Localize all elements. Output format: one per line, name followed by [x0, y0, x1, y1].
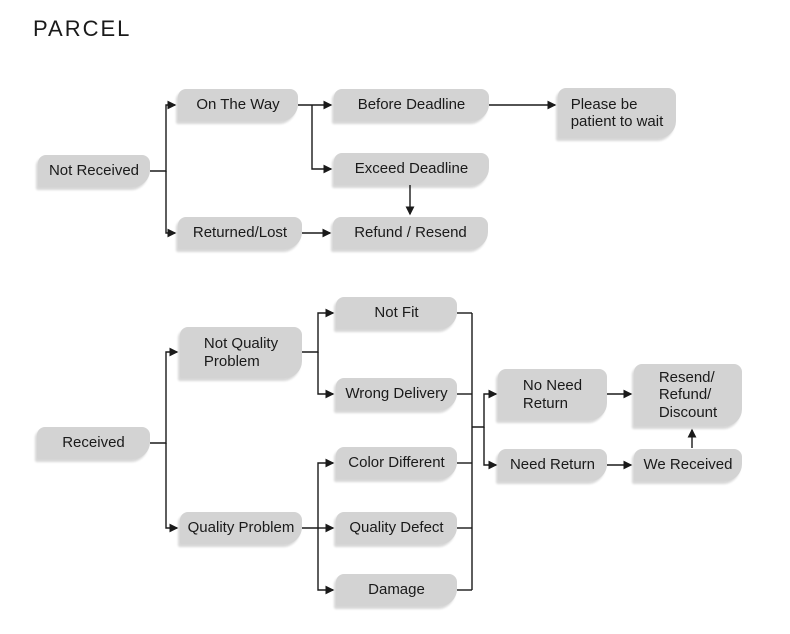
node-label: Color Different: [348, 454, 445, 472]
node-damage: Damage: [336, 574, 457, 606]
node-label: We Received: [643, 456, 733, 474]
node-label: Please be patient to wait: [570, 95, 664, 130]
node-not-fit: Not Fit: [336, 297, 457, 329]
edge-quality-problem-damage: [317, 528, 335, 595]
edge-received-quality-problem: [165, 443, 179, 533]
node-label: Not Quality Problem: [203, 335, 279, 370]
node-label: Not Fit: [374, 304, 419, 322]
node-before-deadline: Before Deadline: [334, 89, 489, 121]
node-not-received: Not Received: [38, 155, 150, 187]
node-label: Not Received: [48, 162, 140, 180]
node-resend-refund-discount: Resend/ Refund/ Discount: [634, 364, 742, 426]
page-title: PARCEL: [33, 16, 132, 41]
node-need-return: Need Return: [498, 449, 607, 481]
edge-junction-need-return: [483, 427, 498, 470]
node-label: No Need Return: [522, 377, 583, 412]
node-quality-problem: Quality Problem: [180, 512, 302, 544]
node-label: Quality Problem: [187, 519, 295, 537]
node-we-received: We Received: [634, 449, 742, 481]
edge-not-received-returned-lost: [165, 171, 177, 238]
node-on-the-way: On The Way: [178, 89, 298, 121]
node-not-quality-problem: Not Quality Problem: [180, 327, 302, 378]
edge-quality-problem-color-different: [302, 458, 335, 529]
node-returned-lost: Returned/Lost: [178, 217, 302, 249]
node-label: Before Deadline: [357, 96, 466, 114]
node-label: Exceed Deadline: [354, 160, 469, 178]
node-exceed-deadline: Exceed Deadline: [334, 153, 489, 185]
node-label: Returned/Lost: [192, 224, 288, 242]
node-wrong-delivery: Wrong Delivery: [336, 378, 457, 410]
node-no-need-return: No Need Return: [498, 369, 607, 420]
node-label: Damage: [368, 581, 425, 599]
node-received: Received: [37, 427, 150, 459]
edge-not-quality-problem-wrong-delivery: [317, 352, 335, 399]
node-color-different: Color Different: [336, 447, 457, 479]
node-label: Quality Defect: [349, 519, 444, 537]
node-quality-defect: Quality Defect: [336, 512, 457, 544]
node-refund-resend: Refund / Resend: [333, 217, 488, 249]
node-label: Refund / Resend: [354, 224, 467, 242]
node-label: Received: [62, 434, 125, 452]
node-label: Resend/ Refund/ Discount: [658, 368, 718, 421]
edge-not-received-on-the-way: [150, 100, 177, 172]
node-label: Need Return: [509, 456, 596, 474]
edge-not-quality-problem-not-fit: [302, 308, 335, 353]
edge-received-not-quality-problem: [150, 347, 179, 444]
node-label: Wrong Delivery: [345, 385, 448, 403]
edge-on-the-way-exceed-deadline: [311, 105, 333, 174]
edge-junction-no-need-return: [472, 389, 498, 428]
node-label: On The Way: [196, 96, 280, 114]
node-please-wait: Please be patient to wait: [558, 88, 676, 138]
